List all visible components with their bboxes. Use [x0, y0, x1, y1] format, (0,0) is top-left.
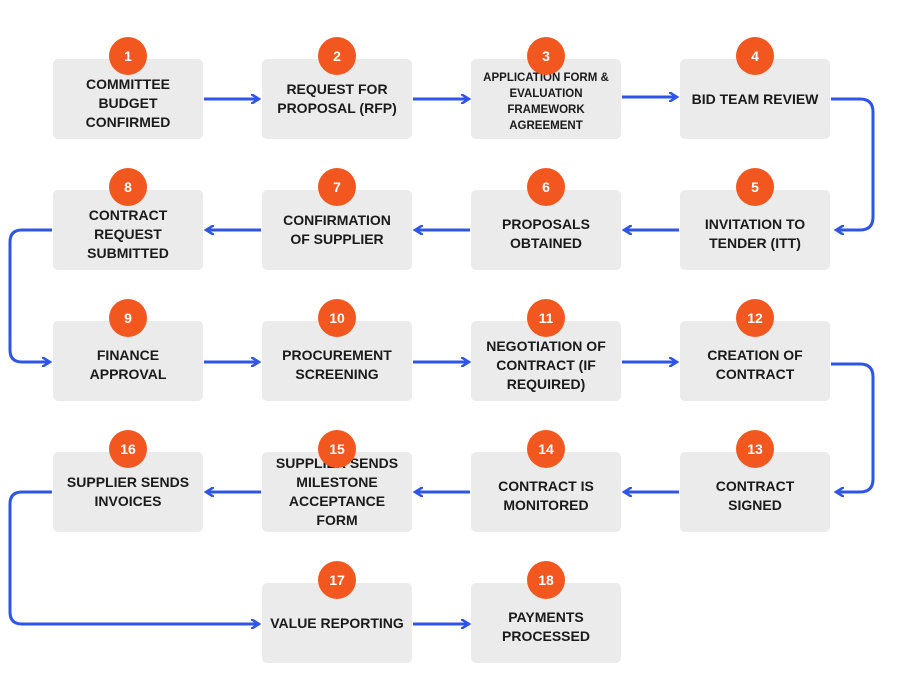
step-badge-12: 12 [736, 299, 774, 337]
step-label-4: BID TEAM REVIEW [691, 90, 819, 107]
arrow-4-to-5 [831, 97, 875, 230]
step-label-17: VALUE REPORTING [270, 614, 404, 631]
step-box-10: PROCUREMENT SCREENING [262, 321, 412, 401]
step-badge-2: 2 [318, 37, 356, 75]
arrow-8-to-9 [8, 228, 52, 362]
step-badge-18: 18 [527, 561, 565, 599]
step-label-7: CONFIRMATION OF SUPPLIER [283, 212, 391, 247]
step-label-8: CONTRACT REQUEST SUBMITTED [87, 206, 169, 261]
step-label-9: FINANCE APPROVAL [89, 347, 167, 382]
step-badge-16: 16 [109, 430, 147, 468]
step-label-12: CREATION OF CONTRACT [707, 347, 803, 382]
step-label-15: SUPPLIER SENDS MILESTONE ACCEPTANCE FORM [275, 455, 399, 528]
step-badge-6: 6 [527, 168, 565, 206]
step-badge-7: 7 [318, 168, 356, 206]
step-badge-8: 8 [109, 168, 147, 206]
step-badge-15: 15 [318, 430, 356, 468]
step-label-16: SUPPLIER SENDS INVOICES [66, 474, 190, 509]
step-badge-5: 5 [736, 168, 774, 206]
step-badge-1: 1 [109, 37, 147, 75]
step-label-3: APPLICATION FORM & EVALUATION FRAMEWORK … [483, 72, 609, 132]
step-label-13: CONTRACT SIGNED [715, 478, 795, 513]
step-badge-10: 10 [318, 299, 356, 337]
arrow-12-to-13 [831, 362, 875, 492]
step-badge-9: 9 [109, 299, 147, 337]
step-badge-17: 17 [318, 561, 356, 599]
step-label-2: REQUEST FOR PROPOSAL (RFP) [277, 81, 397, 116]
step-badge-3: 3 [527, 37, 565, 75]
step-label-18: PAYMENTS PROCESSED [502, 609, 590, 644]
step-label-10: PROCUREMENT SCREENING [282, 347, 392, 382]
step-label-1: COMMITTEE BUDGET CONFIRMED [85, 75, 171, 130]
step-box-3: APPLICATION FORM & EVALUATION FRAMEWORK … [471, 59, 621, 139]
step-badge-14: 14 [527, 430, 565, 468]
step-label-11: NEGOTIATION OF CONTRACT (IF REQUIRED) [486, 337, 606, 392]
step-label-6: PROPOSALS OBTAINED [502, 216, 590, 251]
step-label-14: CONTRACT IS MONITORED [498, 478, 594, 513]
step-badge-4: 4 [736, 37, 774, 75]
step-badge-11: 11 [527, 299, 565, 337]
step-badge-13: 13 [736, 430, 774, 468]
step-label-5: INVITATION TO TENDER (ITT) [704, 216, 806, 251]
